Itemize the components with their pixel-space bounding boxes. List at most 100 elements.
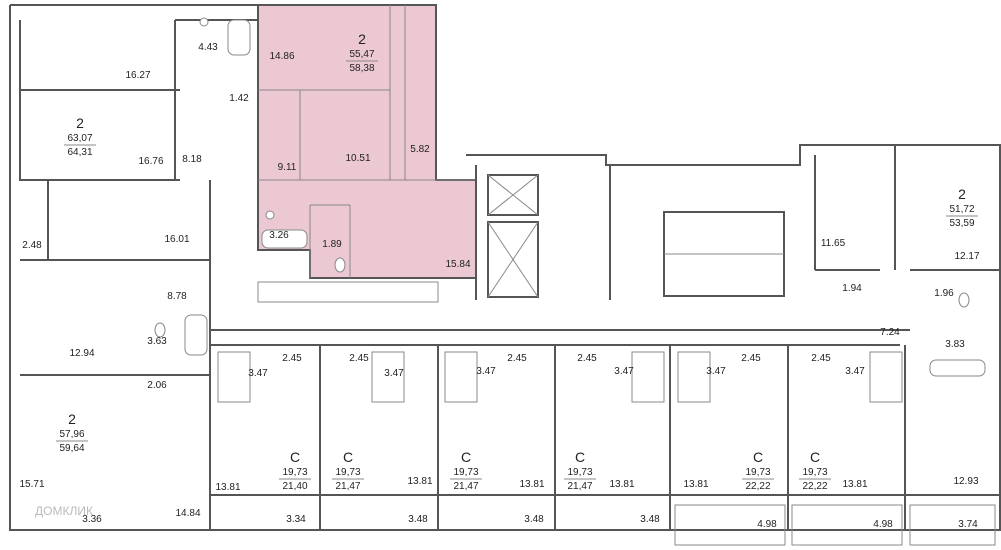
apartment-living-area: 55,47	[349, 49, 374, 60]
studio-living-area: 19,73	[802, 467, 827, 478]
room-area: 2.45	[349, 353, 369, 364]
room-area: 7.24	[880, 327, 900, 338]
room-area: 1.94	[842, 283, 862, 294]
bathtub-icon	[184, 314, 208, 356]
room-area: 4.43	[198, 42, 218, 53]
room-area: 8.78	[167, 291, 187, 302]
apartment-living-area: 51,72	[949, 204, 974, 215]
room-area: 14.84	[175, 508, 200, 519]
room-area: 12.94	[69, 348, 94, 359]
room-area: 13.81	[519, 479, 544, 490]
apartment-living-area: 57,96	[59, 429, 84, 440]
room-area: 10.51	[345, 153, 370, 164]
room-area: 12.93	[953, 476, 978, 487]
room-area: 1.89	[322, 239, 342, 250]
room-area: 13.81	[842, 479, 867, 490]
watermark: ДОМКЛИК	[35, 504, 93, 518]
room-area: 8.18	[182, 154, 202, 165]
shower-icon	[371, 351, 405, 403]
shower-icon	[631, 351, 665, 403]
room-area: 11.65	[821, 238, 846, 249]
room-area-labels: 4.43 16.27 1.42 16.76 8.18 14.86 5.82 10…	[19, 42, 979, 530]
room-area: 14.86	[269, 51, 294, 62]
room-area: 3.47	[845, 366, 865, 377]
room-area: 3.47	[248, 368, 268, 379]
room-area: 15.71	[19, 479, 44, 490]
studio-living-area: 19,73	[567, 467, 592, 478]
apartment-total-area: 59,64	[59, 443, 84, 454]
apartment-total-area: 64,31	[67, 147, 92, 158]
room-area: 1.96	[934, 288, 954, 299]
studio-rooms: С	[753, 449, 763, 465]
room-area: 2.45	[282, 353, 302, 364]
studio-rooms: С	[343, 449, 353, 465]
bathtub-icon	[929, 359, 986, 377]
room-area: 9.11	[278, 162, 297, 173]
room-area: 3.63	[147, 336, 167, 347]
shower-icon	[444, 351, 478, 403]
room-area: 3.47	[614, 366, 634, 377]
studio-total-area: 22,22	[802, 481, 827, 492]
apartment-rooms: 2	[358, 31, 366, 47]
room-area: 2.45	[507, 353, 527, 364]
studio-total-area: 21,40	[282, 481, 307, 492]
room-area: 3.48	[524, 514, 544, 525]
room-area: 3.47	[706, 366, 726, 377]
room-area: 2.45	[577, 353, 597, 364]
studio-total-area: 21,47	[335, 481, 360, 492]
room-area: 2.45	[741, 353, 761, 364]
room-area: 16.76	[138, 156, 163, 167]
bathroom-fixtures	[154, 17, 986, 403]
apartment-rooms: 2	[958, 186, 966, 202]
studio-living-area: 19,73	[453, 467, 478, 478]
toilet-icon	[154, 322, 166, 338]
room-area: 13.81	[215, 482, 240, 493]
room-area: 3.47	[384, 368, 404, 379]
room-area: 3.26	[269, 230, 289, 241]
room-area: 5.82	[410, 144, 430, 155]
studio-total-area: 21,47	[567, 481, 592, 492]
studio-rooms: С	[461, 449, 471, 465]
room-area: 4.98	[873, 519, 893, 530]
room-area: 4.98	[757, 519, 777, 530]
sink-icon	[265, 210, 275, 220]
studio-rooms: С	[290, 449, 300, 465]
shower-icon	[677, 351, 711, 403]
room-area: 13.81	[609, 479, 634, 490]
apartment-total-area: 53,59	[949, 218, 974, 229]
studio-living-area: 19,73	[282, 467, 307, 478]
room-area: 15.84	[445, 259, 470, 270]
building-walls	[9, 4, 1001, 546]
room-area: 13.81	[683, 479, 708, 490]
room-area: 3.48	[408, 514, 428, 525]
studio-rooms: С	[575, 449, 585, 465]
apartment-total-area: 58,38	[349, 63, 374, 74]
room-area: 3.34	[286, 514, 306, 525]
shower-icon	[869, 351, 903, 403]
bathtub-icon	[261, 229, 308, 249]
room-area: 3.74	[958, 519, 978, 530]
room-area: 13.81	[407, 476, 432, 487]
room-area: 3.48	[640, 514, 660, 525]
studio-rooms: С	[810, 449, 820, 465]
toilet-icon	[334, 257, 346, 273]
apartment-rooms: 2	[76, 115, 84, 131]
sink-icon	[199, 17, 209, 27]
room-area: 1.42	[229, 93, 249, 104]
apartment-labels: 2 55,47 58,38 2 63,07 64,31 2 51,72 53,5…	[56, 31, 978, 492]
room-area: 12.17	[954, 251, 979, 262]
studio-living-area: 19,73	[745, 467, 770, 478]
shower-icon	[217, 351, 251, 403]
apartment-living-area: 63,07	[67, 133, 92, 144]
room-area: 3.83	[945, 339, 965, 350]
studio-total-area: 22,22	[745, 481, 770, 492]
room-area: 2.06	[147, 380, 167, 391]
room-area: 2.48	[22, 240, 42, 251]
room-area: 16.01	[164, 234, 189, 245]
apartment-rooms: 2	[68, 411, 76, 427]
room-area: 16.27	[125, 70, 150, 81]
toilet-icon	[958, 292, 970, 308]
room-area: 2.45	[811, 353, 831, 364]
room-area: 3.36	[82, 514, 102, 525]
